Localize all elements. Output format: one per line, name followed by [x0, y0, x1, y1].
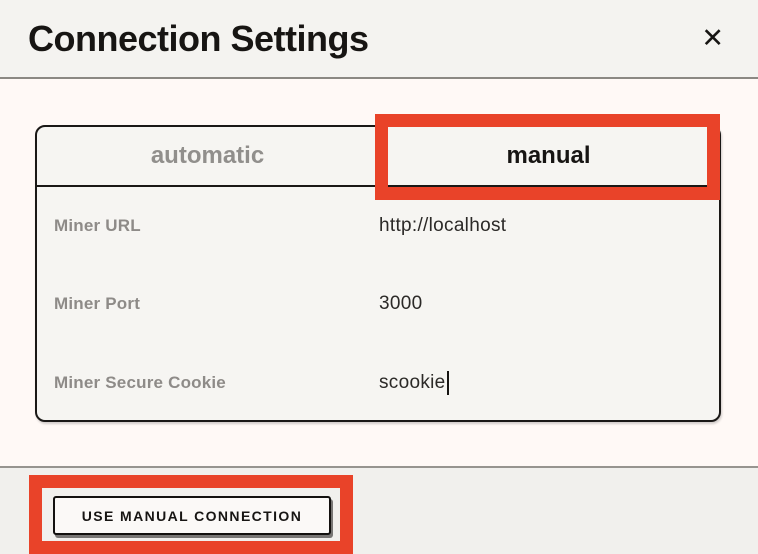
tab-manual[interactable]: manual [378, 127, 719, 185]
miner-port-field[interactable]: 3000 [378, 293, 719, 315]
page-title: Connection Settings [28, 17, 369, 59]
miner-url-row: Miner URL http://localhost [37, 187, 719, 265]
miner-secure-cookie-label: Miner Secure Cookie [54, 372, 226, 392]
miner-secure-cookie-row: Miner Secure Cookie scookie [37, 344, 719, 420]
miner-secure-cookie-field[interactable]: scookie [378, 370, 719, 395]
miner-port-value: 3000 [379, 293, 423, 315]
modal-header: Connection Settings ✕ [0, 0, 758, 79]
miner-url-field[interactable]: http://localhost [378, 215, 719, 237]
tab-automatic[interactable]: automatic [37, 127, 378, 185]
text-cursor [446, 370, 449, 395]
miner-port-row: Miner Port 3000 [37, 265, 719, 343]
use-manual-connection-button[interactable]: USE MANUAL CONNECTION [53, 496, 331, 535]
miner-secure-cookie-value: scookie [379, 371, 446, 393]
connection-settings-panel: automatic manual Miner URL http://localh… [35, 125, 721, 422]
miner-url-value: http://localhost [379, 215, 507, 237]
field-list: Miner URL http://localhost Miner Port 30… [37, 187, 719, 420]
miner-port-label: Miner Port [54, 294, 141, 314]
modal-body: automatic manual Miner URL http://localh… [0, 81, 758, 466]
close-icon[interactable]: ✕ [695, 23, 730, 54]
miner-url-label: Miner URL [54, 216, 141, 236]
modal-footer: USE MANUAL CONNECTION [0, 466, 758, 554]
tab-bar: automatic manual [37, 127, 719, 187]
